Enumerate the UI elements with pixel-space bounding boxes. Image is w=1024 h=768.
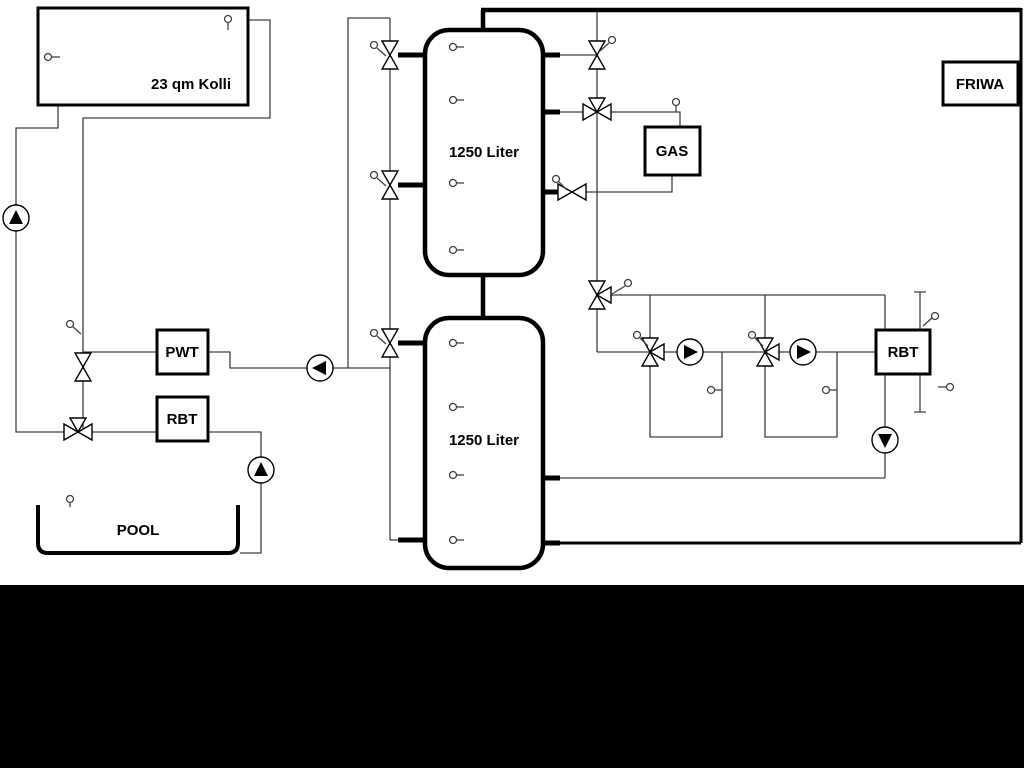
pwt-label: PWT xyxy=(165,344,198,361)
friwa-station-box xyxy=(941,60,1020,107)
tank-bottom-label: 1250 Liter xyxy=(449,432,519,449)
rbt-pool-label: RBT xyxy=(167,411,198,428)
gas-label: GAS xyxy=(656,143,689,160)
pump-circuit-b xyxy=(789,338,817,366)
pool-label: POOL xyxy=(117,522,160,539)
collector-label: 23 qm Kolli xyxy=(151,76,231,93)
pump-pool xyxy=(247,456,275,484)
gas-boiler-box xyxy=(643,125,702,177)
pwt-heat-exchanger-box xyxy=(155,328,210,376)
friwa-label: FRIWA xyxy=(956,76,1004,93)
temperature-sensors xyxy=(43,14,955,545)
pump-circuit-a xyxy=(676,338,704,366)
rbt-right-label: RBT xyxy=(888,344,919,361)
solar-collector-box xyxy=(36,6,250,107)
rbt-pool-exchanger-box xyxy=(155,395,210,443)
pump-solar xyxy=(2,204,30,232)
pipes-main xyxy=(398,7,1023,546)
tank-top-label: 1250 Liter xyxy=(449,144,519,161)
pump-charge xyxy=(306,354,334,382)
pump-rbt-right xyxy=(871,426,899,454)
rbt-right-exchanger-box xyxy=(874,328,932,376)
pool-basin xyxy=(36,505,240,555)
letterbox-bottom xyxy=(0,585,1024,768)
